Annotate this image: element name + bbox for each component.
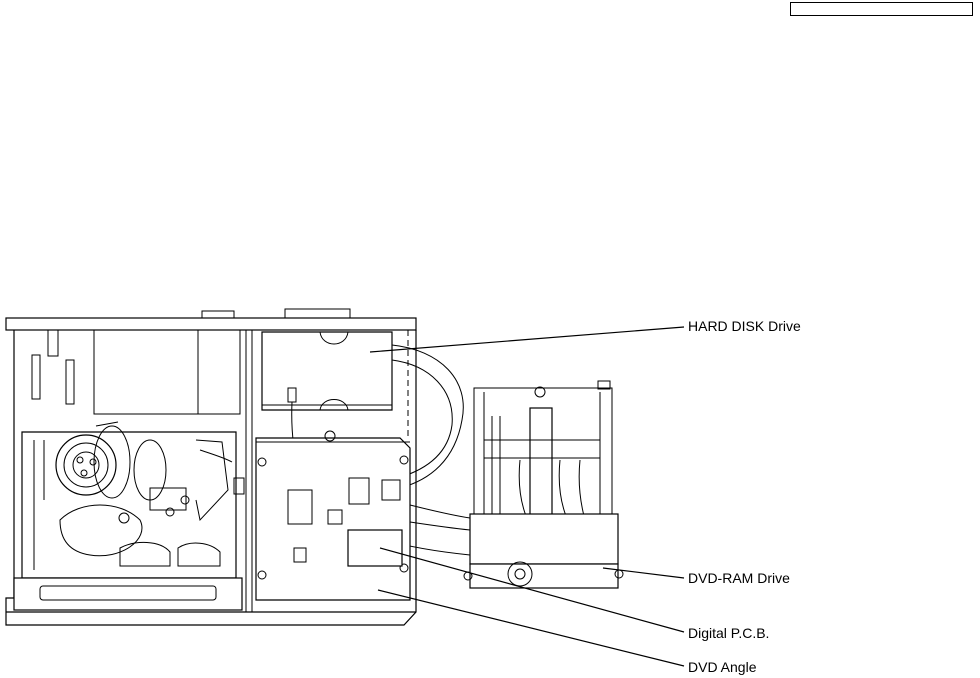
label-dvd-ram-drive: DVD-RAM Drive [688,570,790,586]
leader-line-dvd-angle [378,590,684,666]
dvd-angle-bracket [256,431,410,600]
leader-line-hdd [370,327,684,352]
leader-lines [370,327,684,666]
dvd-ram-drive [410,381,623,588]
label-hard-disk-drive: HARD DISK Drive [688,318,801,334]
label-dvd-angle: DVD Angle [688,659,756,675]
vcr-mechanism [14,422,244,610]
label-digital-pcb: Digital P.C.B. [688,625,769,641]
